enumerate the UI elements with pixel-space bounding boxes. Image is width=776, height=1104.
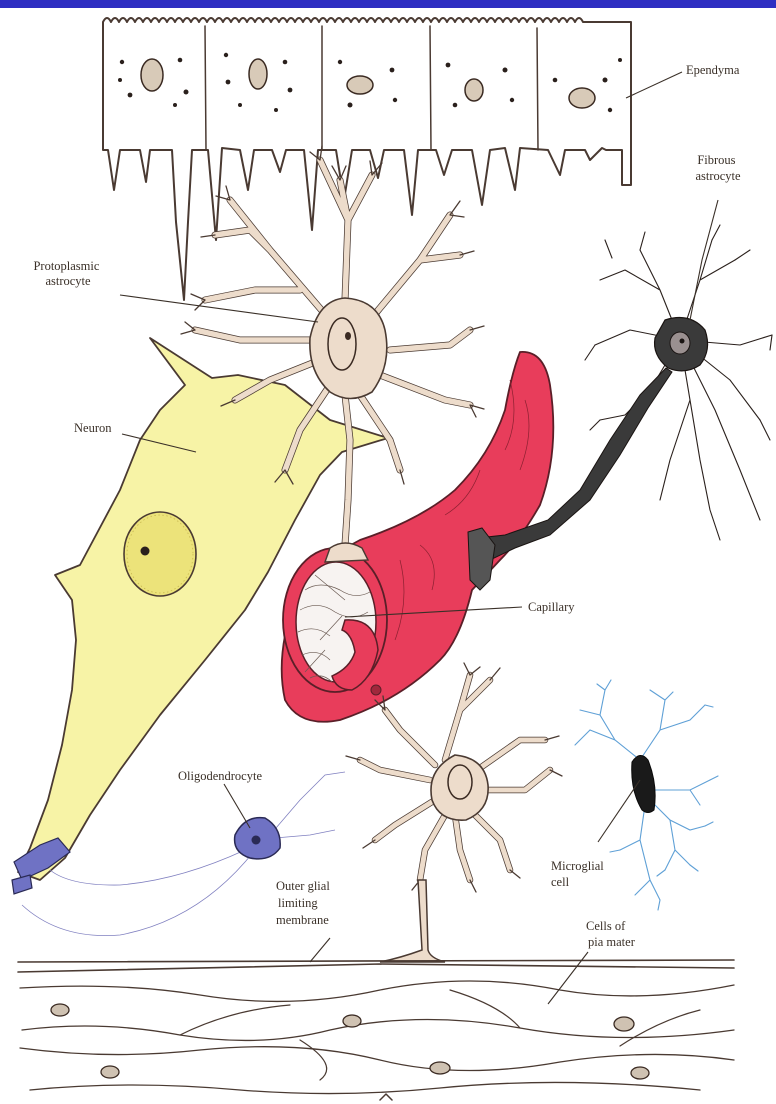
microglial-cell [575,680,718,910]
label-oligodendrocyte: Oligodendrocyte [178,769,262,783]
glia-illustration: Ependyma Fibrous astrocyte Protoplasmic … [0,8,776,1104]
label-cells-of-pia-mater: Cells of pia mater [586,919,636,949]
label-microglial-cell: Microglial cell [551,859,607,889]
label-capillary: Capillary [528,600,575,614]
pia-mater-layer [18,960,734,1094]
label-protoplasmic-astrocyte: Protoplasmic astrocyte [33,259,102,288]
lower-astrocyte [346,663,562,962]
label-outer-glial-limiting-membrane: Outer glial limiting membrane [276,879,333,927]
label-ependyma: Ependyma [686,63,740,77]
label-fibrous-astrocyte: Fibrous astrocyte [695,153,741,183]
ependyma-layer [103,18,631,300]
page-mark [380,1094,392,1100]
top-color-bar [0,0,776,8]
label-neuron: Neuron [74,421,112,435]
